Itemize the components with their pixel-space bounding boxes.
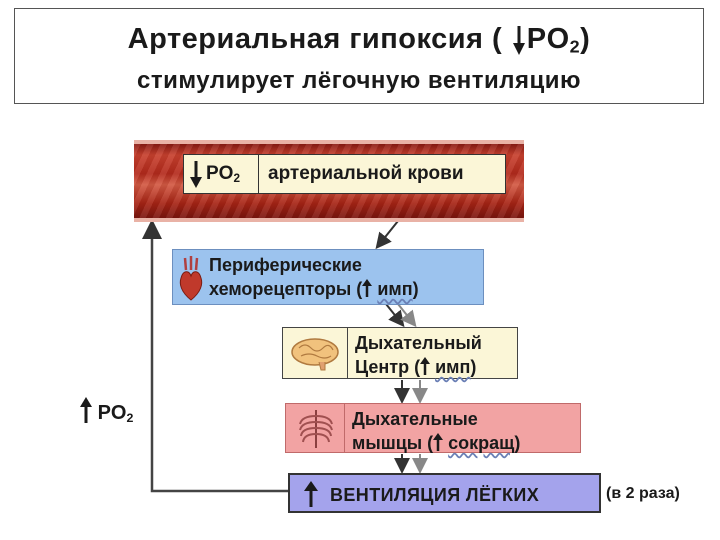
ventilation-label: ВЕНТИЛЯЦИЯ ЛЁГКИХ xyxy=(330,485,540,505)
peripheral-chemoreceptors-box: Периферические хеморецепторы ( имп) xyxy=(172,249,484,305)
blood-label: артериальной крови xyxy=(268,163,464,184)
ventilation-multiplier: (в 2 раза) xyxy=(606,485,680,502)
respiratory-muscles-box: Дыхательные мышцы ( сокращ) xyxy=(285,403,581,453)
arrow-periph-to-center-2 xyxy=(397,303,417,328)
center-text: Дыхательный Центр ( имп) xyxy=(355,333,482,377)
arrow-up-icon xyxy=(362,279,373,297)
title-po: PO xyxy=(526,23,570,55)
arrow-up-icon xyxy=(433,433,444,451)
divider xyxy=(258,155,259,193)
blood-po2: PO2 xyxy=(206,163,240,185)
peripheral-text: Периферические хеморецепторы ( имп) xyxy=(209,255,419,299)
ribcage-icon xyxy=(299,410,333,448)
title-line-2: стимулирует лёгочную вентиляцию xyxy=(137,67,581,94)
arrow-periph-to-center-1 xyxy=(385,303,405,328)
arrow-down-icon xyxy=(512,26,525,55)
divider xyxy=(347,328,348,378)
arrow-up-icon xyxy=(304,481,318,507)
feedback-po2-label: PO2 xyxy=(80,397,133,425)
divider xyxy=(344,404,345,452)
arrow-down-icon xyxy=(190,161,202,188)
arterial-blood-box: PO2 артериальной крови xyxy=(183,154,506,194)
title-prefix: Артериальная гипоксия ( xyxy=(127,23,503,55)
feedback-line xyxy=(142,219,288,493)
lung-ventilation-box: ВЕНТИЛЯЦИЯ ЛЁГКИХ xyxy=(288,473,601,513)
title-box: Артериальная гипоксия ( PO2) стимулирует… xyxy=(14,8,704,104)
title-suffix: ) xyxy=(580,23,591,55)
title-line-1: Артериальная гипоксия ( PO2) xyxy=(15,23,703,57)
respiratory-center-box: Дыхательный Центр ( имп) xyxy=(282,327,518,379)
arrow-up-icon xyxy=(80,397,92,423)
brain-icon xyxy=(291,338,339,371)
muscles-text: Дыхательные мышцы ( сокращ) xyxy=(352,409,521,453)
title-sub: 2 xyxy=(569,36,581,57)
arrow-up-icon xyxy=(420,357,431,375)
heart-icon xyxy=(179,256,203,301)
